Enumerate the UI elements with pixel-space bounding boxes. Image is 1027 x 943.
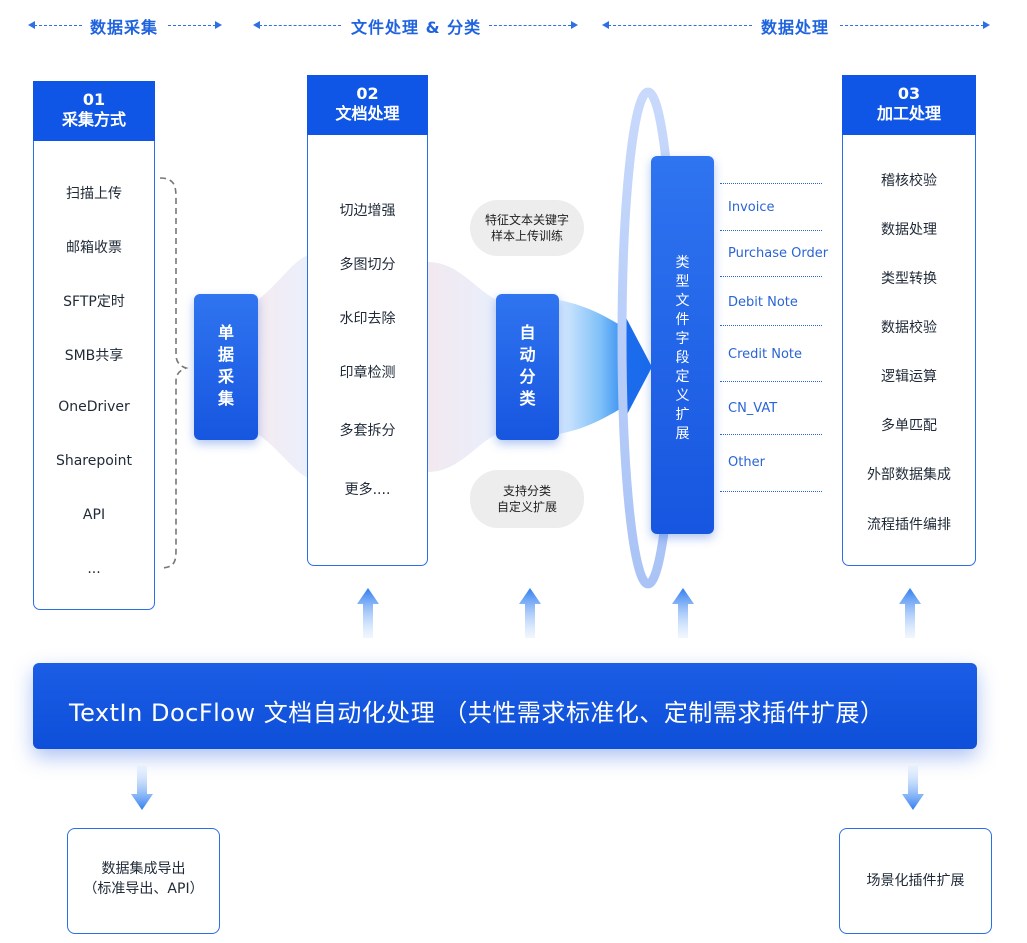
up-arrows <box>357 588 921 638</box>
doc-item-multi-split: 多套拆分 <box>339 423 396 439</box>
pill-type-field-definition: 类 型 文 件 字 段 定 义 扩 展 <box>651 156 714 534</box>
doctype-divider <box>720 276 822 277</box>
doctype-invoice: Invoice <box>728 200 775 215</box>
column-doc-title: 文档处理 <box>335 104 400 123</box>
doc-item-seal: 印章检测 <box>339 365 396 381</box>
pill3-char: 型 <box>675 274 690 290</box>
pill2-char: 动 <box>519 345 536 364</box>
column-collect-header: 01 采集方式 <box>33 81 155 141</box>
bubble-keyword-training: 特征文本关键字 样本上传训练 <box>470 200 584 256</box>
pill2-char: 类 <box>519 389 536 408</box>
bubble-custom-classify: 支持分类 自定义扩展 <box>470 470 584 528</box>
doctype-divider <box>720 230 822 231</box>
doc-item-watermark: 水印去除 <box>339 311 396 327</box>
collect-item-api: API <box>82 507 106 523</box>
column-proc-title: 加工处理 <box>876 104 941 123</box>
doc-item-split-image: 多图切分 <box>339 257 396 273</box>
proc-item-validate: 数据校验 <box>881 320 937 336</box>
proc-item-plugin: 流程插件编排 <box>867 517 951 533</box>
pill3-char: 字 <box>675 331 690 347</box>
collect-item-scan: 扫描上传 <box>66 186 122 202</box>
pill-auto-classify: 自 动 分 类 <box>496 294 559 440</box>
proc-item-data: 数据处理 <box>881 222 937 238</box>
column-proc-header: 03 加工处理 <box>842 75 976 135</box>
pill1-char: 据 <box>217 345 234 364</box>
column-proc-number: 03 <box>897 84 921 103</box>
output-left-line1: 数据集成导出 <box>101 861 186 877</box>
doctype-cn-vat: CN_VAT <box>728 401 778 416</box>
doc-item-more: 更多.... <box>344 482 391 498</box>
section-header-data-proc: 数据处理 <box>602 14 990 38</box>
collect-item-sftp: SFTP定时 <box>63 294 125 310</box>
pill1-char: 单 <box>217 323 234 342</box>
up-arrow-icon <box>672 588 694 638</box>
column-collect-title: 采集方式 <box>61 110 126 129</box>
doctype-purchase-order: Purchase Order <box>728 246 829 261</box>
doctype-debit-note: Debit Note <box>728 295 798 310</box>
output-plugin-extension: 场景化插件扩展 <box>839 828 992 934</box>
pill3-char: 定 <box>675 369 690 385</box>
proc-item-logic: 逻辑运算 <box>881 369 937 385</box>
docflow-banner: TextIn DocFlow 文档自动化处理 （共性需求标准化、定制需求插件扩展… <box>33 663 977 749</box>
section-label-collect: 数据采集 <box>90 18 159 37</box>
down-arrow-icon <box>131 766 153 810</box>
section-header-collect: 数据采集 <box>28 14 222 38</box>
collect-item-onedriver: OneDriver <box>58 399 130 415</box>
bubble-top-line2: 样本上传训练 <box>490 229 563 243</box>
doctype-divider <box>720 434 822 435</box>
up-arrow-icon <box>899 588 921 638</box>
pill1-char: 采 <box>217 367 234 386</box>
pill3-char: 扩 <box>675 407 690 423</box>
pill3-char: 义 <box>675 388 690 404</box>
column-collect-methods <box>33 120 155 610</box>
doctype-divider <box>720 325 822 326</box>
doctype-divider <box>720 491 822 492</box>
column-collect-number: 01 <box>82 90 106 109</box>
doctype-credit-note: Credit Note <box>728 347 803 362</box>
doctype-divider <box>720 183 822 184</box>
section-header-file-proc: 文件处理 & 分类 <box>253 14 578 38</box>
bubble-top-line1: 特征文本关键字 <box>484 213 569 227</box>
output-left-line2: （标准导出、API） <box>83 881 204 897</box>
pill2-char: 自 <box>519 323 536 342</box>
pill1-char: 集 <box>217 389 234 408</box>
pill-document-collect: 单 据 采 集 <box>194 294 258 440</box>
proc-item-multi-match: 多单匹配 <box>881 418 937 434</box>
doctype-divider <box>720 381 822 382</box>
pill3-char: 段 <box>675 350 690 366</box>
section-label-data-proc: 数据处理 <box>761 18 830 37</box>
column-doc-header: 02 文档处理 <box>307 75 428 135</box>
pill2-char: 分 <box>519 367 536 386</box>
flow-shapes <box>159 87 679 589</box>
collect-item-more: ... <box>87 561 101 577</box>
pill3-char: 件 <box>675 312 690 328</box>
output-right-text: 场景化插件扩展 <box>866 873 965 889</box>
proc-item-external: 外部数据集成 <box>867 467 951 483</box>
proc-item-type-convert: 类型转换 <box>881 271 937 287</box>
section-label-file-proc: 文件处理 & 分类 <box>351 18 482 37</box>
doc-item-edge: 切边增强 <box>339 203 396 219</box>
up-arrow-icon <box>519 588 541 638</box>
doctype-other: Other <box>728 455 765 470</box>
collect-item-smb: SMB共享 <box>64 348 124 364</box>
collect-item-sharepoint: Sharepoint <box>55 453 133 469</box>
pill3-char: 类 <box>675 255 690 271</box>
down-arrow-icon <box>902 766 924 810</box>
output-data-export: 数据集成导出 （标准导出、API） <box>67 828 220 934</box>
bubble-bottom-line1: 支持分类 <box>502 484 551 498</box>
down-arrows <box>131 766 924 810</box>
pill3-char: 展 <box>675 426 690 442</box>
pill3-char: 文 <box>675 293 690 309</box>
up-arrow-icon <box>357 588 379 638</box>
collect-item-email: 邮箱收票 <box>66 240 122 256</box>
bubble-bottom-line2: 自定义扩展 <box>496 500 557 514</box>
column-doc-number: 02 <box>356 84 379 103</box>
proc-item-audit: 稽核校验 <box>881 173 937 189</box>
docflow-banner-text: TextIn DocFlow 文档自动化处理 （共性需求标准化、定制需求插件扩展… <box>69 699 885 727</box>
